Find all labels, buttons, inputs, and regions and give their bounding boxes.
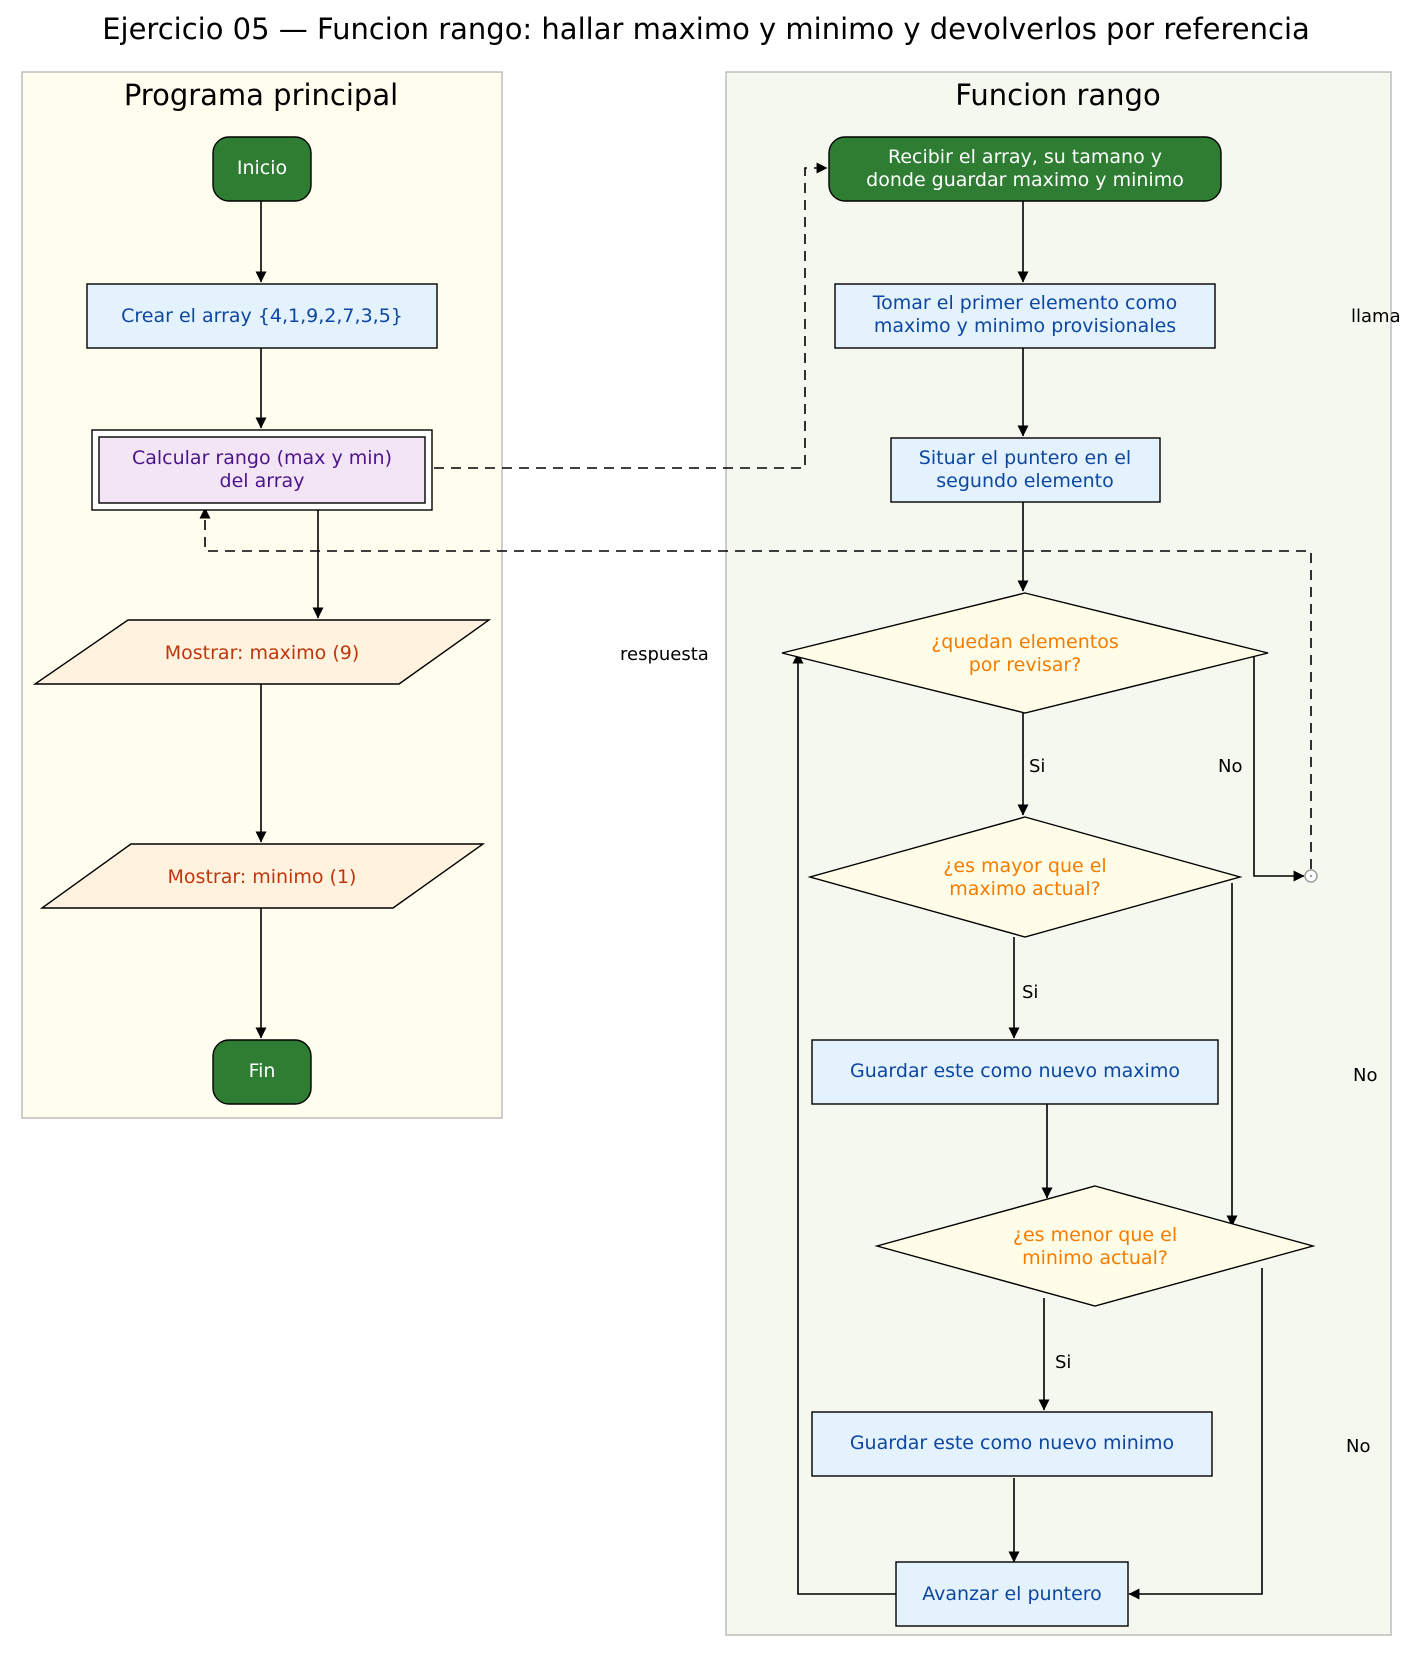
cluster-main-title: Programa principal (124, 78, 398, 112)
node-avanzar-text: Avanzar el puntero (922, 1583, 1102, 1605)
return-junction-dot (1309, 874, 1313, 878)
node-quedan-line1: ¿quedan elementos (931, 631, 1119, 653)
node-situar-line2: segundo elemento (936, 470, 1113, 492)
node-mostrar-min: Mostrar: minimo (1) (39, 843, 486, 909)
node-calcular-line2: del array (220, 470, 305, 492)
node-guardar-max: Guardar este como nuevo maximo (811, 1039, 1219, 1105)
node-mostrar-min-text: Mostrar: minimo (1) (168, 866, 357, 888)
node-fin: Fin (212, 1039, 312, 1105)
node-mayor: ¿es mayor que el maximo actual? (807, 816, 1243, 938)
node-menor-line2: minimo actual? (1022, 1247, 1168, 1269)
node-mostrar-max-text: Mostrar: maximo (9) (165, 642, 360, 664)
node-tomar-line1: Tomar el primer elemento como (872, 292, 1177, 314)
node-situar: Situar el puntero en el segundo elemento (890, 437, 1161, 503)
edge-menor-no (1128, 1268, 1263, 1600)
edge-label-llama: llama (1351, 306, 1401, 327)
node-recibir: Recibir el array, su tamano y donde guar… (828, 136, 1222, 202)
diagram-title: Ejercicio 05 — Funcion rango: hallar max… (102, 12, 1310, 46)
node-menor: ¿es menor que el minimo actual? (874, 1185, 1316, 1307)
edge-label-respuesta: respuesta (620, 644, 709, 665)
cluster-main: Programa principal (21, 71, 503, 1119)
node-recibir-line1: Recibir el array, su tamano y (888, 146, 1162, 168)
node-quedan-line2: por revisar? (969, 654, 1082, 676)
edge-label-si-menor: Si (1055, 1352, 1071, 1373)
node-guardar-min: Guardar este como nuevo minimo (811, 1411, 1213, 1477)
edge-quedan-no (1253, 656, 1305, 882)
edge-return (199, 507, 1312, 869)
node-calcular: Calcular rango (max y min) del array (91, 429, 433, 511)
node-guardar-min-text: Guardar este como nuevo minimo (850, 1432, 1174, 1454)
node-fin-text: Fin (249, 1060, 276, 1082)
node-mostrar-max: Mostrar: maximo (9) (32, 619, 492, 685)
node-crear-text: Crear el array {4,1,9,2,7,3,5} (121, 305, 403, 327)
node-calcular-line1: Calcular rango (max y min) (132, 447, 392, 469)
node-tomar-line2: maximo y minimo provisionales (874, 315, 1176, 337)
node-mayor-line1: ¿es mayor que el (943, 855, 1106, 877)
edge-label-no-quedan: No (1218, 756, 1242, 777)
cluster-func-title: Funcion rango (955, 78, 1160, 112)
edge-label-si-mayor: Si (1022, 982, 1038, 1003)
node-guardar-max-text: Guardar este como nuevo maximo (850, 1060, 1180, 1082)
node-crear: Crear el array {4,1,9,2,7,3,5} (86, 283, 438, 349)
node-menor-line1: ¿es menor que el (1013, 1224, 1177, 1246)
node-mayor-line2: maximo actual? (949, 878, 1100, 900)
node-inicio: Inicio (212, 136, 312, 202)
edge-label-no-menor: No (1346, 1436, 1370, 1457)
edge-call (434, 162, 828, 469)
node-recibir-line2: donde guardar maximo y minimo (866, 169, 1184, 191)
node-situar-line1: Situar el puntero en el (919, 447, 1131, 469)
node-avanzar: Avanzar el puntero (895, 1561, 1129, 1627)
edge-label-si-quedan: Si (1029, 756, 1045, 777)
node-quedan: ¿quedan elementos por revisar? (781, 592, 1269, 714)
node-tomar: Tomar el primer elemento como maximo y m… (834, 283, 1216, 349)
node-inicio-text: Inicio (237, 157, 287, 179)
edge-label-no-mayor: No (1353, 1065, 1377, 1086)
edge-avanzar-quedan (792, 652, 896, 1595)
